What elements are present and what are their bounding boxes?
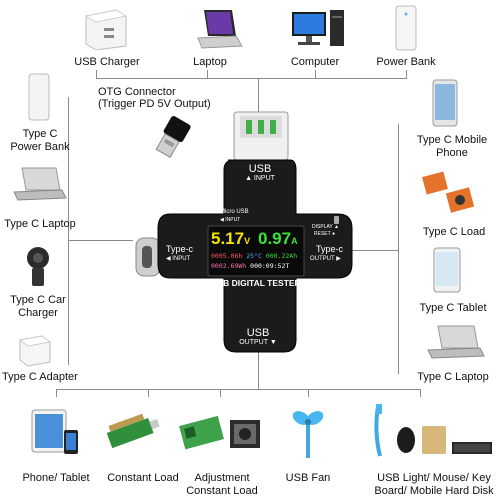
micro-usb-label: Micro USB xyxy=(220,209,249,215)
device-label: Type C Laptop xyxy=(4,218,76,230)
connector-line xyxy=(220,389,221,397)
otg-connector-image xyxy=(155,116,191,159)
device-label: Laptop xyxy=(193,56,227,68)
usb-input-sub: ▲ INPUT xyxy=(245,175,275,182)
type-c-input-sub: ◀ INPUT xyxy=(166,256,191,262)
capacity-ah: 000.22Ah xyxy=(265,252,298,260)
device-label: Type C Tablet xyxy=(419,302,487,314)
phone-tablet-image xyxy=(31,409,78,454)
usb-output-sub: OUTPUT ▼ xyxy=(239,339,277,346)
adjustment-constant-load-image xyxy=(179,415,260,450)
usb-charger-image xyxy=(84,9,128,50)
device-label: Type C Car xyxy=(10,294,66,306)
readout-row-2: 0005.06h 25°C 000.22Ah xyxy=(211,252,297,260)
micro-usb-sub: ◀ INPUT xyxy=(220,217,241,223)
device-label: Type C xyxy=(22,128,58,140)
device-label: Type C Adapter xyxy=(2,371,78,383)
connector-line xyxy=(308,389,309,397)
current-value: 0.97A xyxy=(258,229,298,249)
device-label: Charger xyxy=(18,307,58,319)
device-label: Type C Mobile xyxy=(416,134,488,146)
usb-fan-image xyxy=(292,411,324,458)
connector-line xyxy=(352,250,399,251)
type-c-laptop-image xyxy=(13,167,67,201)
device-label: Type C Load xyxy=(422,226,486,238)
device-label: USB Light/ Mouse/ Key xyxy=(377,472,491,484)
type-c-output-label: Type-c xyxy=(316,244,344,254)
type-c-input-label: Type-c xyxy=(166,244,194,254)
display-label: DISPLAY ▲ xyxy=(312,224,339,230)
connector-line xyxy=(258,78,259,113)
connector-line xyxy=(68,240,133,241)
power-bank-image xyxy=(395,5,417,51)
device-label: Power Bank xyxy=(10,141,70,153)
time-h: 0005.06h xyxy=(211,252,243,260)
connector-line xyxy=(68,97,69,365)
device-label: Phone/ Tablet xyxy=(22,472,90,484)
device-label: Board/ Mobile Hard Disk xyxy=(374,485,494,497)
usb-input-label: USB xyxy=(248,163,272,175)
readout-row-3: 0002.69Wh 000:09:52T xyxy=(211,262,289,270)
elapsed-time: 000:09:52T xyxy=(250,262,290,270)
type-c-power-bank-image xyxy=(28,73,50,121)
device-label: Adjustment xyxy=(194,472,250,484)
device-label: Constant Load xyxy=(107,472,179,484)
usb-c-plug xyxy=(135,237,160,277)
usb-light-mouse-keyboard-disk-image xyxy=(374,404,492,457)
connector-line xyxy=(420,389,421,397)
connector-line xyxy=(207,70,208,79)
device-label: USB Fan xyxy=(285,472,331,484)
otg-label-line1: OTG Connector xyxy=(98,86,176,98)
reset-button-label: RESET ● xyxy=(314,231,335,237)
energy-wh: 0002.69Wh xyxy=(211,262,247,270)
type-c-laptop-image xyxy=(427,325,485,359)
type-c-adapter-image xyxy=(18,335,52,367)
device-label: Type C Laptop xyxy=(417,371,489,383)
type-c-car-charger-image xyxy=(27,247,49,286)
connector-line xyxy=(406,70,407,79)
connector-line xyxy=(56,389,420,390)
connector-line xyxy=(96,70,97,79)
device-label: Computer xyxy=(290,56,340,68)
type-c-mobile-phone-image xyxy=(432,79,458,127)
connector-line xyxy=(258,352,259,390)
computer-image xyxy=(292,10,344,46)
brand-label: USB DIGITAL TESTER xyxy=(211,278,301,288)
laptop-image xyxy=(197,10,243,49)
connector-line xyxy=(148,389,149,397)
type-c-tablet-image xyxy=(433,247,461,293)
connector-line xyxy=(56,389,57,397)
device-label: Constant Load xyxy=(186,485,258,497)
connector-line xyxy=(96,78,406,79)
current-number: 0.97 xyxy=(258,229,292,248)
device-label: USB Charger xyxy=(74,56,140,68)
current-unit: A xyxy=(291,236,298,246)
voltage-value: 5.17V xyxy=(211,229,250,249)
device-label: Phone xyxy=(436,147,468,159)
voltage-number: 5.17 xyxy=(211,229,245,248)
device-label: Power Bank xyxy=(376,56,436,68)
type-c-load-image xyxy=(422,171,475,213)
otg-label-line2: (Trigger PD 5V Output) xyxy=(98,98,211,110)
connector-line xyxy=(315,70,316,79)
connector-line xyxy=(398,124,399,374)
usb-output-label: USB xyxy=(246,327,270,339)
temperature: 25°C xyxy=(246,252,262,260)
constant-load-image xyxy=(106,413,160,449)
reset-button[interactable] xyxy=(334,216,339,224)
voltage-unit: V xyxy=(244,236,251,246)
type-c-output-sub: OUTPUT ▶ xyxy=(310,256,341,262)
